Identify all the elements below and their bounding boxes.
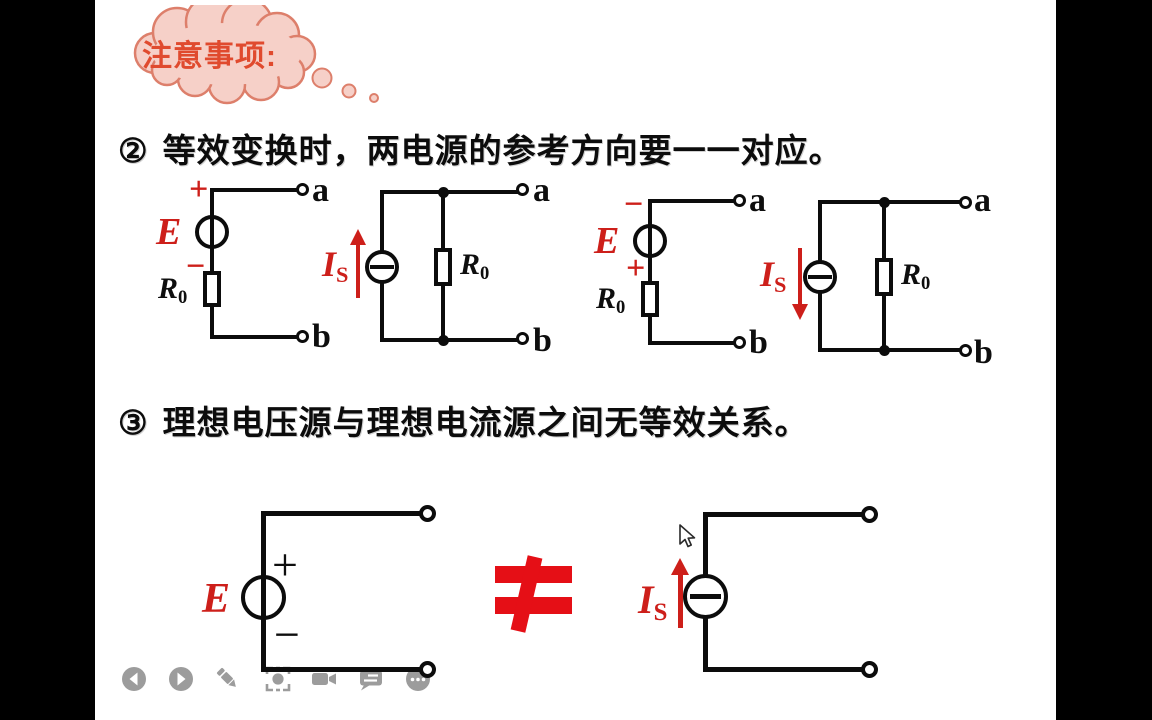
polarity-minus: − (274, 609, 300, 660)
polarity-minus: − (624, 186, 644, 223)
note-text-2: 等效变换时，两电源的参考方向要一一对应。 (162, 132, 843, 169)
terminal-label-b: b (974, 334, 993, 371)
chat-icon[interactable] (356, 664, 386, 694)
camera-icon[interactable] (309, 664, 339, 694)
junction-dot (438, 187, 449, 198)
resistor-label-R0: R0 (460, 248, 490, 285)
note-line-3: ③ 理想电压源与理想电流源之间无等效关系。 (118, 396, 809, 444)
terminal-b (296, 330, 309, 343)
terminal-bottom (861, 661, 878, 678)
voltage-source-circle (241, 575, 286, 620)
previous-icon[interactable] (119, 664, 149, 694)
thought-bubble-small (369, 93, 379, 103)
polarity-plus: + (272, 539, 298, 590)
resistor-R0 (434, 248, 452, 286)
resistor-R0 (203, 271, 221, 307)
current-arrowhead-up (671, 558, 689, 575)
source-label-IS: IS (760, 254, 787, 298)
current-arrowhead-up (350, 229, 366, 245)
terminal-label-b: b (312, 318, 331, 355)
resistor-label-R0: R0 (901, 258, 931, 295)
terminal-a (516, 183, 529, 196)
terminal-a (959, 196, 972, 209)
terminal-a (296, 183, 309, 196)
next-icon[interactable] (166, 664, 196, 694)
terminal-label-a: a (312, 172, 329, 209)
slide-content: 注意事项: ② 等效变换时，两电源的参考方向要一一对应。 ③ 理想电压源与理想电流源… (95, 0, 1056, 720)
terminal-top (861, 506, 878, 523)
callout-title: 注意事项: (142, 40, 277, 73)
terminal-label-a: a (533, 172, 550, 209)
terminal-top (419, 505, 436, 522)
source-label-IS: IS (638, 577, 668, 626)
junction-dot (879, 197, 890, 208)
current-source-bar (690, 594, 721, 599)
thought-bubble-medium (341, 83, 357, 99)
note-marker-3: ③ (118, 404, 149, 441)
wire (703, 512, 863, 517)
terminal-label-a: a (974, 182, 991, 219)
terminal-label-b: b (533, 322, 552, 359)
current-source-bar (370, 265, 394, 269)
wire (820, 348, 964, 352)
terminal-a (733, 194, 746, 207)
source-label-E: E (156, 211, 182, 253)
thought-bubble-large (311, 67, 333, 89)
resistor-label-R0: R0 (596, 282, 626, 319)
wire (261, 511, 421, 516)
resistor-label-R0: R0 (158, 272, 188, 309)
resistor-R0 (641, 281, 659, 317)
wire (703, 667, 863, 672)
current-source-bar (808, 275, 832, 279)
source-label-E: E (594, 220, 620, 262)
resistor-R0 (875, 258, 893, 296)
voltage-source-circle (633, 224, 667, 258)
wire (650, 199, 737, 203)
wire (212, 188, 300, 192)
junction-dot (879, 345, 890, 356)
wire (261, 667, 421, 672)
note-line-2: ② 等效变换时，两电源的参考方向要一一对应。 (118, 124, 843, 172)
source-label-IS: IS (322, 244, 349, 288)
polarity-plus: + (189, 171, 209, 208)
mouse-cursor (679, 524, 696, 548)
note-text-3: 理想电压源与理想电流源之间无等效关系。 (162, 404, 809, 441)
terminal-label-a: a (749, 182, 766, 219)
wire (212, 335, 300, 339)
note-marker-2: ② (118, 132, 149, 169)
wire (650, 341, 737, 345)
polarity-minus: − (186, 248, 206, 285)
current-arrowhead-down (792, 304, 808, 320)
terminal-b (733, 336, 746, 349)
source-label-E: E (202, 576, 231, 622)
voltage-source-circle (195, 215, 229, 249)
wire (210, 188, 214, 339)
current-arrow-up (678, 574, 683, 628)
junction-dot (438, 335, 449, 346)
wire (820, 200, 964, 204)
wire (382, 338, 522, 342)
polarity-plus: + (626, 250, 646, 287)
terminal-label-b: b (749, 324, 768, 361)
terminal-b (959, 344, 972, 357)
current-arrow-down (798, 248, 802, 304)
terminal-b (516, 332, 529, 345)
pencil-icon[interactable] (212, 663, 242, 693)
wire (648, 199, 652, 345)
not-equal-bottom-bar (495, 597, 572, 614)
terminal-bottom (419, 661, 436, 678)
current-arrow-up (356, 244, 360, 298)
cloud-callout-shape (133, 5, 379, 105)
wire (382, 190, 522, 194)
